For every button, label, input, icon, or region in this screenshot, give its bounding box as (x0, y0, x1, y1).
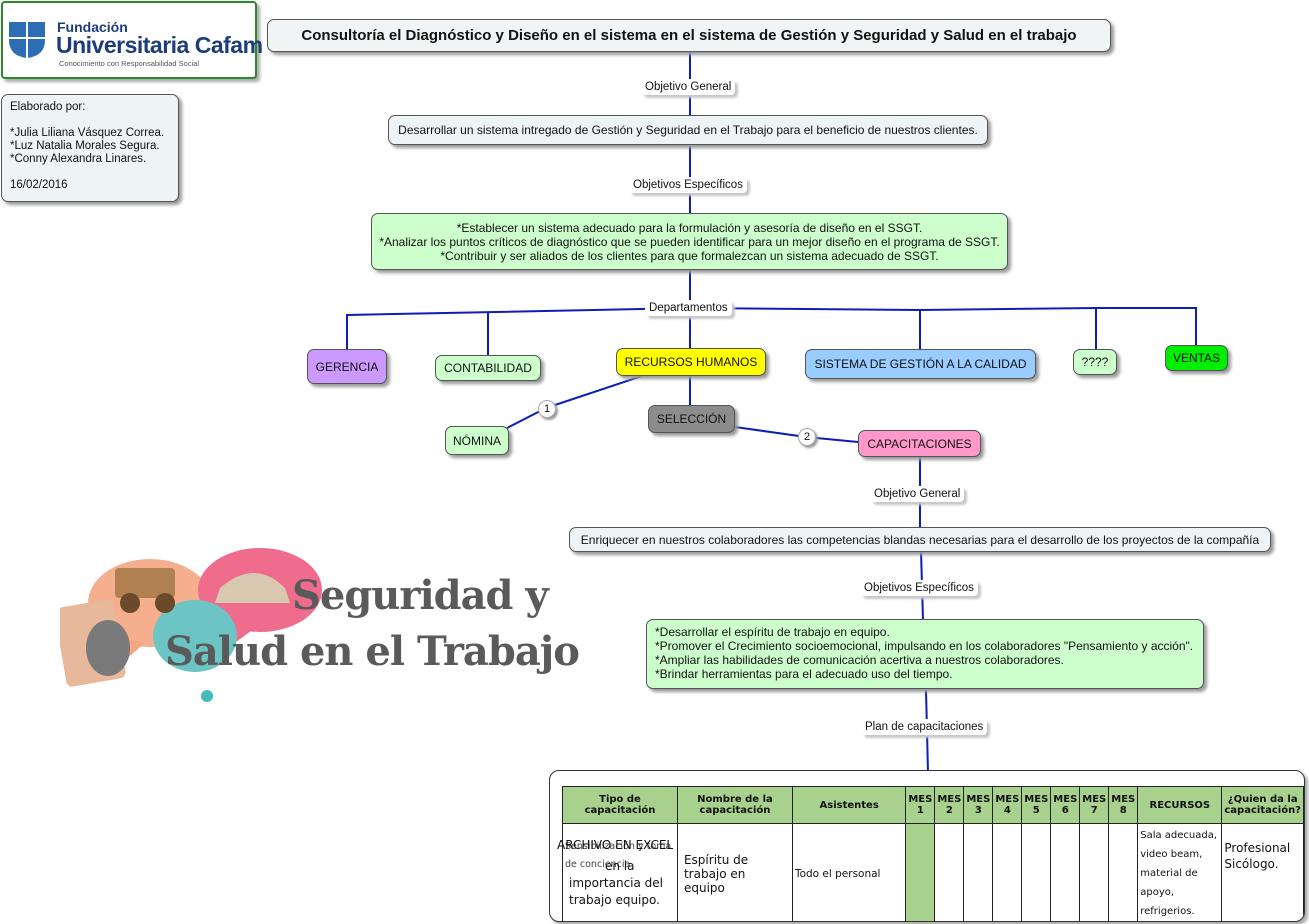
logo-tagline: Conocimiento con Responsabilidad Social (59, 59, 200, 68)
dept-contabilidad: CONTABILIDAD (435, 355, 541, 381)
header-mes: MES 6 (1050, 786, 1081, 824)
cell-quien: Profesional Sicólogo. (1221, 823, 1304, 921)
training-objective: *Desarrollar el espíritu de trabajo en e… (655, 625, 890, 639)
map-title: Consultoría el Diagnóstico y Diseño en e… (267, 19, 1111, 52)
label-plan-capacitaciones: Plan de capacitaciones (861, 719, 988, 735)
cell-mes-7 (1079, 823, 1110, 921)
header-mes: MES 7 (1079, 786, 1110, 824)
node-capacitaciones: CAPACITACIONES (858, 430, 981, 457)
specific-objectives-node: *Establecer un sistema adecuado para la … (371, 213, 1008, 270)
sst-line1: Seguridad y (292, 572, 549, 619)
training-objective: *Ampliar las habilidades de comunicación… (655, 653, 1064, 667)
cell-nombre: Espíritu de trabajo en equipo (676, 823, 793, 921)
cell-mes-4 (992, 823, 1023, 921)
authors-heading: Elaborado por: (10, 101, 86, 113)
badge-1: 1 (538, 400, 556, 418)
training-objective: *Brindar herramientas para el adecuado u… (655, 667, 953, 681)
cell-asistentes: Todo el personal (791, 823, 907, 921)
dept-recursos-humanos: RECURSOS HUMANOS (616, 348, 766, 376)
authors-box: Elaborado por: *Julia Liliana Vásquez Co… (1, 94, 179, 202)
training-objective: *Promover el Crecimiento socioemocional,… (655, 639, 1194, 653)
sst-illustration: Seguridad y Salud en el Trabajo (60, 548, 580, 708)
cell-mes-1 (905, 823, 936, 921)
excel-file-overlay[interactable]: ARCHIVO EN EXCEL (557, 838, 674, 852)
table-row: Sensibilización y toma de conciencia ARC… (557, 823, 1304, 921)
header-mes: MES 2 (934, 786, 965, 824)
specific-objective: *Analizar los puntos críticos de diagnós… (379, 234, 1000, 249)
shield-logo-icon (9, 22, 45, 58)
table-header-row: Tipo de capacitación Nombre de la capaci… (562, 786, 1304, 824)
specific-objective: *Contribuir y ser aliados de los cliente… (440, 248, 939, 263)
label-objetivos-especificos: Objetivos Específicos (629, 177, 747, 193)
author-name: *Luz Natalia Morales Segura. (10, 140, 160, 152)
cell-mes-3 (963, 823, 994, 921)
dept-gerencia: GERENCIA (307, 349, 387, 384)
header-mes: MES 1 (905, 786, 936, 824)
cell-tipo: Sensibilización y toma de conciencia ARC… (557, 823, 678, 921)
cell-mes-6 (1050, 823, 1081, 921)
speech-bubbles-illustration (60, 548, 322, 702)
label-objetivo-general: Objetivo General (641, 79, 736, 95)
header-mes: MES 8 (1108, 786, 1139, 824)
dept-unknown: ???? (1073, 349, 1117, 375)
training-general-objective: Enriquecer en nuestros colaboradores las… (569, 527, 1271, 552)
node-seleccion: SELECCIÓN (648, 405, 735, 433)
general-objective-node: Desarrollar un sistema intregado de Gest… (388, 115, 988, 145)
header-tipo: Tipo de capacitación (562, 786, 678, 824)
dept-sistema-gestion: SISTEMA DE GESTIÓN A LA CALIDAD (805, 349, 1036, 379)
authors-date: 16/02/2016 (10, 179, 68, 191)
label-objetivo-general-2: Objetivo General (870, 486, 965, 502)
label-objetivos-especificos-2: Objetivos Específicos (860, 580, 978, 596)
training-specific-objectives: *Desarrollar el espíritu de trabajo en e… (646, 619, 1204, 689)
header-recursos: RECURSOS (1137, 786, 1223, 824)
node-nomina: NÓMINA (445, 426, 509, 455)
training-plan-box: Tipo de capacitación Nombre de la capaci… (549, 770, 1305, 922)
logo-line1: Fundación (57, 19, 128, 35)
header-nombre: Nombre de la capacitación (676, 786, 793, 824)
logo-line2: Universitaria Cafam (56, 32, 263, 58)
sst-line2: Salud en el Trabajo (165, 628, 580, 675)
dept-ventas: VENTAS (1165, 345, 1228, 371)
tipo-under-text: Sensibilización y toma de conciencia (565, 841, 672, 870)
header-mes: MES 5 (1021, 786, 1052, 824)
cell-mes-2 (934, 823, 965, 921)
badge-2: 2 (798, 428, 816, 446)
author-name: *Conny Alexandra Linares. (10, 153, 147, 165)
label-departamentos: Departamentos (645, 300, 732, 316)
header-quien: ¿Quien da la capacitación? (1221, 786, 1304, 824)
specific-objective: *Establecer un sistema adecuado para la … (456, 220, 923, 235)
university-logo: Fundación Universitaria Cafam Conocimien… (1, 1, 263, 79)
training-plan-table: Tipo de capacitación Nombre de la capaci… (557, 786, 1304, 921)
author-name: *Julia Liliana Vásquez Correa. (10, 127, 165, 139)
header-mes: MES 4 (992, 786, 1023, 824)
header-mes: MES 3 (963, 786, 994, 824)
tipo-rest-text: en la importancia del trabajo equipo. (569, 859, 664, 907)
header-asistentes: Asistentes (791, 786, 907, 824)
cell-mes-8 (1108, 823, 1139, 921)
cell-mes-5 (1021, 823, 1052, 921)
cell-recursos: Sala adecuada, video beam, material de a… (1137, 823, 1223, 921)
